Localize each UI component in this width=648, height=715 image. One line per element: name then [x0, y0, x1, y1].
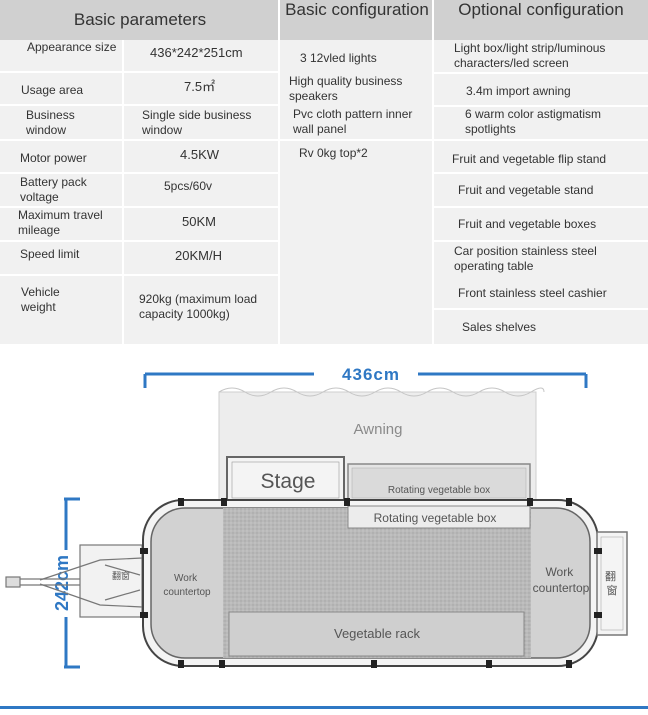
- param-label: Appearance size: [27, 40, 117, 54]
- row-divider: [434, 72, 648, 74]
- support-posts: [140, 498, 602, 668]
- work-countertop-right: Work countertop: [533, 565, 590, 595]
- row-divider: [0, 71, 278, 73]
- param-value: 50KM: [182, 214, 216, 229]
- param-label: Battery pack voltage: [20, 175, 87, 204]
- optional-config-item: Sales shelves: [462, 320, 537, 334]
- rear-window-label: 翻 窗: [605, 569, 619, 597]
- param-value: 5pcs/60v: [164, 179, 213, 193]
- param-value: 4.5KW: [180, 147, 220, 162]
- optional-config-item: Fruit and vegetable stand: [458, 183, 594, 197]
- rotating-box-small-label: Rotating vegetable box: [388, 485, 490, 496]
- optional-config-item: Front stainless steel cashier: [458, 286, 607, 300]
- row-divider: [434, 172, 648, 174]
- awning-label: Awning: [354, 421, 403, 438]
- param-value: Single side business window: [142, 108, 252, 137]
- work-countertop-left: Work countertop: [163, 573, 211, 598]
- bottom-accent-line: [0, 706, 648, 709]
- hitch-window-label: 翻窗: [112, 570, 130, 581]
- row-divider: [0, 240, 278, 242]
- width-dimension: [64, 497, 80, 669]
- width-label: 242cm: [52, 555, 72, 611]
- col-divider: [278, 0, 280, 344]
- rotating-box: [347, 505, 531, 529]
- header-optional-configuration: Optional configuration: [434, 0, 648, 40]
- col-divider: [122, 40, 124, 344]
- optional-config-item: 6 warm color astigmatism spotlights: [465, 107, 602, 136]
- optional-config-item: Fruit and vegetable flip stand: [452, 152, 607, 166]
- optional-config-item: Light box/light strip/luminous character…: [454, 41, 606, 70]
- row-divider: [0, 206, 278, 208]
- length-label: 436cm: [342, 365, 400, 384]
- rotating-box-label: Rotating vegetable box: [374, 511, 497, 525]
- rear-window: [596, 531, 628, 636]
- param-value: 920kg (maximum load capacity 1000kg): [139, 292, 258, 321]
- row-divider: [434, 206, 648, 208]
- param-value: 7.5㎡: [184, 79, 216, 94]
- spec-table: Basic parameters Basic configuration Opt…: [0, 0, 648, 344]
- param-label: Business window: [26, 108, 75, 137]
- row-divider: [0, 274, 278, 276]
- header-basic-configuration: Basic configuration: [280, 0, 434, 40]
- optional-config-item: Car position stainless steel operating t…: [454, 244, 597, 273]
- floor-plan-drawing: 436cm 242cm Awning Stage Rotating vegeta…: [5, 365, 628, 669]
- row-divider: [0, 104, 278, 106]
- param-label: Motor power: [20, 151, 87, 165]
- param-label: Usage area: [21, 83, 84, 97]
- basic-config-item: High quality business speakers: [289, 74, 403, 103]
- row-divider: [434, 105, 648, 107]
- param-label: Maximum travel mileage: [18, 208, 103, 237]
- basic-config-item: Rv 0kg top*2: [299, 146, 368, 160]
- optional-config-item: 3.4m import awning: [466, 84, 571, 98]
- param-label: Vehicle weight: [21, 285, 60, 314]
- col-divider: [432, 0, 434, 344]
- basic-config-item: 3 12vled lights: [300, 51, 377, 65]
- param-value: 20KM/H: [175, 248, 222, 263]
- row-divider: [0, 139, 648, 141]
- header-basic-parameters: Basic parameters: [0, 0, 280, 40]
- vegetable-rack: [228, 611, 525, 657]
- row-divider: [434, 308, 648, 310]
- stage-label: Stage: [261, 470, 316, 493]
- vegetable-rack-label: Vegetable rack: [334, 626, 421, 641]
- row-divider: [0, 172, 278, 174]
- param-value: 436*242*251cm: [150, 45, 243, 60]
- stage: [226, 456, 345, 502]
- basic-config-item: Pvc cloth pattern inner wall panel: [293, 107, 413, 136]
- param-label: Speed limit: [20, 247, 80, 261]
- floor-plan: 436cm 242cm Awning Stage Rotating vegeta…: [0, 345, 648, 710]
- row-divider: [434, 240, 648, 242]
- trailer-hitch: [5, 544, 143, 618]
- optional-config-item: Fruit and vegetable boxes: [458, 217, 597, 231]
- length-dimension: [143, 372, 588, 388]
